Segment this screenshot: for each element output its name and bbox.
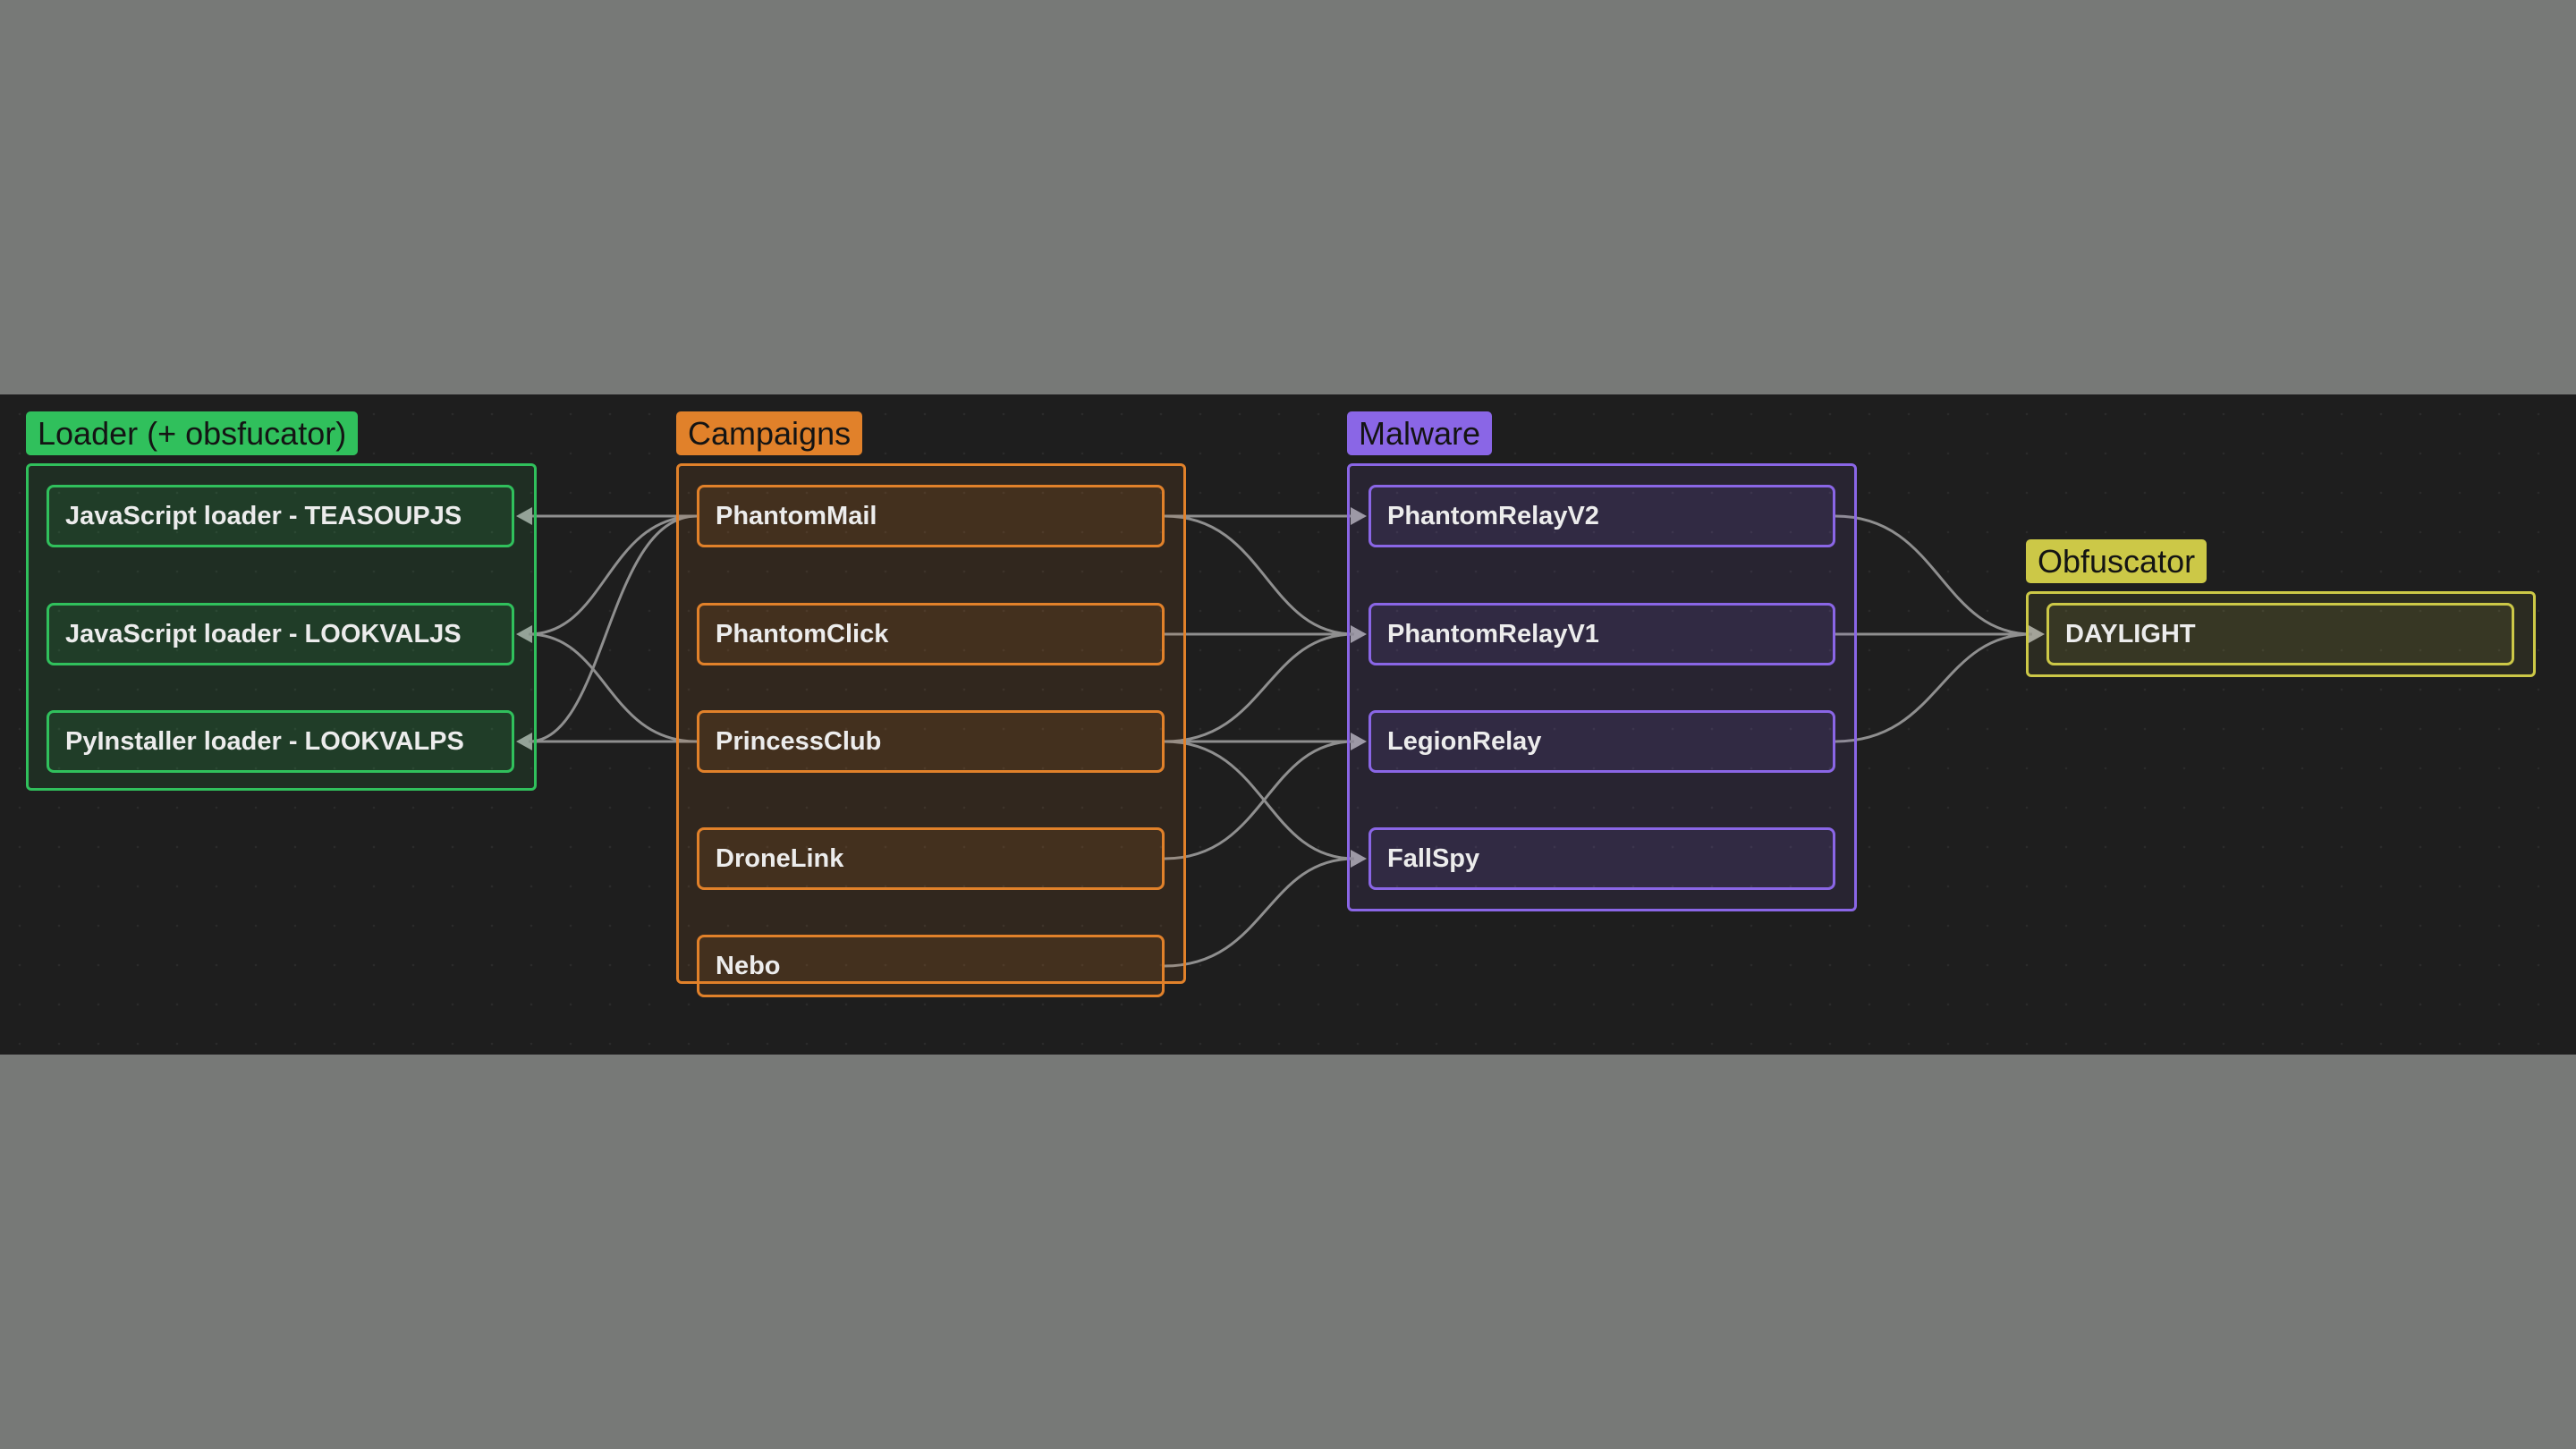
edge-nebo-fallspy: [1164, 857, 1355, 968]
node-phantomrelayv1[interactable]: PhantomRelayV1: [1368, 603, 1835, 665]
group-label-malware: Malware: [1347, 411, 1493, 455]
edge-arrowhead: [516, 733, 532, 750]
group-malware: [1347, 463, 1857, 911]
group-loader: [26, 463, 537, 791]
edge-arrowhead: [1351, 625, 1367, 643]
node-loader-teasoupjs[interactable]: JavaScript loader - TEASOUPJS: [47, 485, 514, 547]
node-dronelink[interactable]: DroneLink: [697, 827, 1165, 890]
group-label-loader: Loader (+ obsfucator): [26, 411, 359, 455]
edge-arrowhead: [1351, 733, 1367, 750]
node-loader-lookvalps[interactable]: PyInstaller loader - LOOKVALPS: [47, 710, 514, 773]
edge-arrowhead: [516, 507, 532, 525]
node-fallspy[interactable]: FallSpy: [1368, 827, 1835, 890]
edge-dronelink-legionrelay: [1164, 740, 1355, 860]
edge-arrowhead: [1351, 850, 1367, 868]
edge-princessclub-fallspy: [1164, 740, 1355, 860]
edge-princessclub-loader_lookvaljs: [528, 632, 698, 743]
node-nebo[interactable]: Nebo: [697, 935, 1165, 997]
node-phantomrelayv2[interactable]: PhantomRelayV2: [1368, 485, 1835, 547]
edge-arrowhead: [1351, 507, 1367, 525]
node-princessclub[interactable]: PrincessClub: [697, 710, 1165, 773]
node-legionrelay[interactable]: LegionRelay: [1368, 710, 1835, 773]
node-phantommail[interactable]: PhantomMail: [697, 485, 1165, 547]
group-campaigns: [676, 463, 1186, 984]
edge-phantommail-loader_lookvaljs: [528, 514, 698, 636]
edges-layer: [516, 507, 2045, 968]
edge-legionrelay-daylight: [1835, 632, 2033, 743]
edge-arrowhead: [2029, 625, 2045, 643]
edge-arrowhead: [516, 625, 532, 643]
diagram-canvas: Loader (+ obsfucator) JavaScript loader …: [0, 394, 2576, 1055]
node-loader-lookvaljs[interactable]: JavaScript loader - LOOKVALJS: [47, 603, 514, 665]
node-daylight[interactable]: DAYLIGHT: [2046, 603, 2514, 665]
node-phantomclick[interactable]: PhantomClick: [697, 603, 1165, 665]
edge-phantommail-phantomrelayv1: [1164, 514, 1355, 636]
group-label-obfuscator: Obfuscator: [2026, 539, 2207, 583]
edge-phantomrelayv2-daylight: [1835, 514, 2033, 636]
edge-phantommail-loader_lookvalps: [528, 514, 698, 743]
group-label-campaigns: Campaigns: [676, 411, 863, 455]
edge-princessclub-phantomrelayv1: [1164, 632, 1355, 743]
